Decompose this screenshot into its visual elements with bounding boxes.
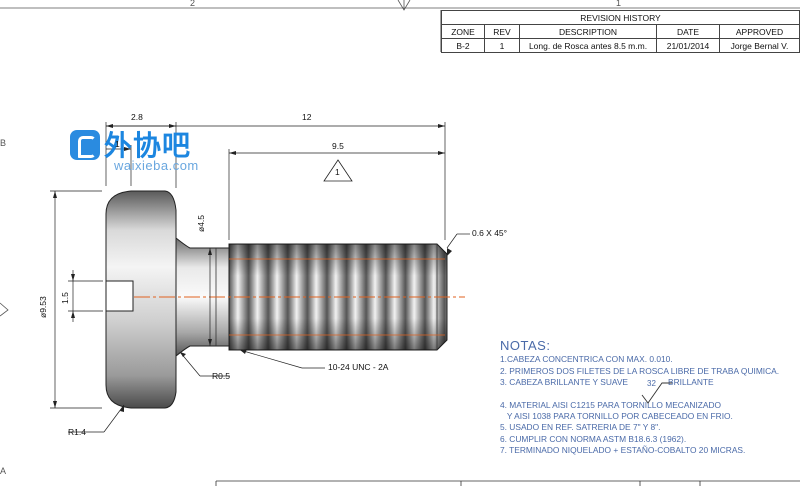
- note-line-6: 6. CUMPLIR CON NORMA ASTM B18.6.3 (1962)…: [500, 433, 687, 444]
- note-line-4b: Y AISI 1038 PARA TORNILLO POR CABECEADO …: [500, 411, 733, 422]
- zone-top-1: 1: [616, 0, 622, 8]
- finish-value: 32: [647, 379, 656, 389]
- cell-zone: B-2: [441, 38, 485, 53]
- dim-head-length: 2.8: [131, 112, 143, 122]
- cell-rev: 1: [484, 38, 520, 53]
- cell-description: Long. de Rosca antes 8.5 m.m.: [519, 38, 657, 53]
- col-header-rev: REV: [484, 24, 520, 39]
- dim-head-radius: R1.4: [68, 427, 86, 437]
- note-line-1: 1.CABEZA CONCENTRICA CON MAX. 0.010.: [500, 354, 673, 365]
- watermark-url: waixieba.com: [114, 158, 199, 173]
- dim-head-diameter: ø9.53: [38, 296, 48, 318]
- revision-history-table: REVISION HISTORY ZONE REV DESCRIPTION DA…: [441, 10, 800, 53]
- dim-fillet: R0.5: [212, 371, 230, 381]
- dim-head-inner: 1: [115, 139, 120, 149]
- dim-thread-length: 9.5: [332, 141, 344, 151]
- table-row: B-2 1 Long. de Rosca antes 8.5 m.m. 21/0…: [441, 38, 800, 53]
- note-line-3: 3. CABEZA BRILLANTE Y SUAVE 32 BRILLANTE: [500, 377, 800, 388]
- watermark-logo: 外协吧 waixieba.com: [70, 126, 210, 174]
- dim-chamfer: 0.6 X 45°: [472, 228, 508, 238]
- note-line-7: 7. TERMINADO NIQUELADO + ESTAÑO-COBALTO …: [500, 445, 746, 456]
- dim-neck-diameter: ø4.5: [196, 214, 206, 232]
- notes-block: NOTAS: 1.CABEZA CONCENTRICA CON MAX. 0.0…: [500, 338, 800, 457]
- note-line-2: 2. PRIMEROS DOS FILETES DE LA ROSCA LIBR…: [500, 365, 780, 376]
- zone-left-a: A: [0, 466, 7, 476]
- zone-top-2: 2: [190, 0, 196, 8]
- zone-left-b: B: [0, 138, 7, 148]
- cell-date: 21/01/2014: [656, 38, 720, 53]
- rev-marker: 1: [335, 167, 340, 177]
- col-header-zone: ZONE: [441, 24, 485, 39]
- col-header-date: DATE: [656, 24, 720, 39]
- cell-approved: Jorge Bernal V.: [719, 38, 800, 53]
- col-header-description: DESCRIPTION: [519, 24, 657, 39]
- note-line-5: 5. USADO EN REF. SATRERIA DE 7" Y 8".: [500, 422, 661, 433]
- note-line-4: 4. MATERIAL AISI C1215 PARA TORNILLO MEC…: [500, 399, 722, 410]
- notes-title: NOTAS:: [500, 338, 551, 353]
- watermark-brand: 外协吧: [104, 129, 192, 162]
- note-line-3-text: 3. CABEZA BRILLANTE Y SUAVE: [500, 377, 629, 388]
- dim-slot-width: 1.5: [60, 292, 70, 304]
- dim-thread-spec: 10-24 UNC - 2A: [328, 362, 389, 372]
- logo-icon: [70, 130, 100, 160]
- finish-label: BRILLANTE: [668, 377, 714, 388]
- revision-table-title: REVISION HISTORY: [441, 10, 800, 25]
- surface-finish-icon: [641, 382, 672, 404]
- col-header-approved: APPROVED: [719, 24, 800, 39]
- dim-total-length: 12: [302, 112, 312, 122]
